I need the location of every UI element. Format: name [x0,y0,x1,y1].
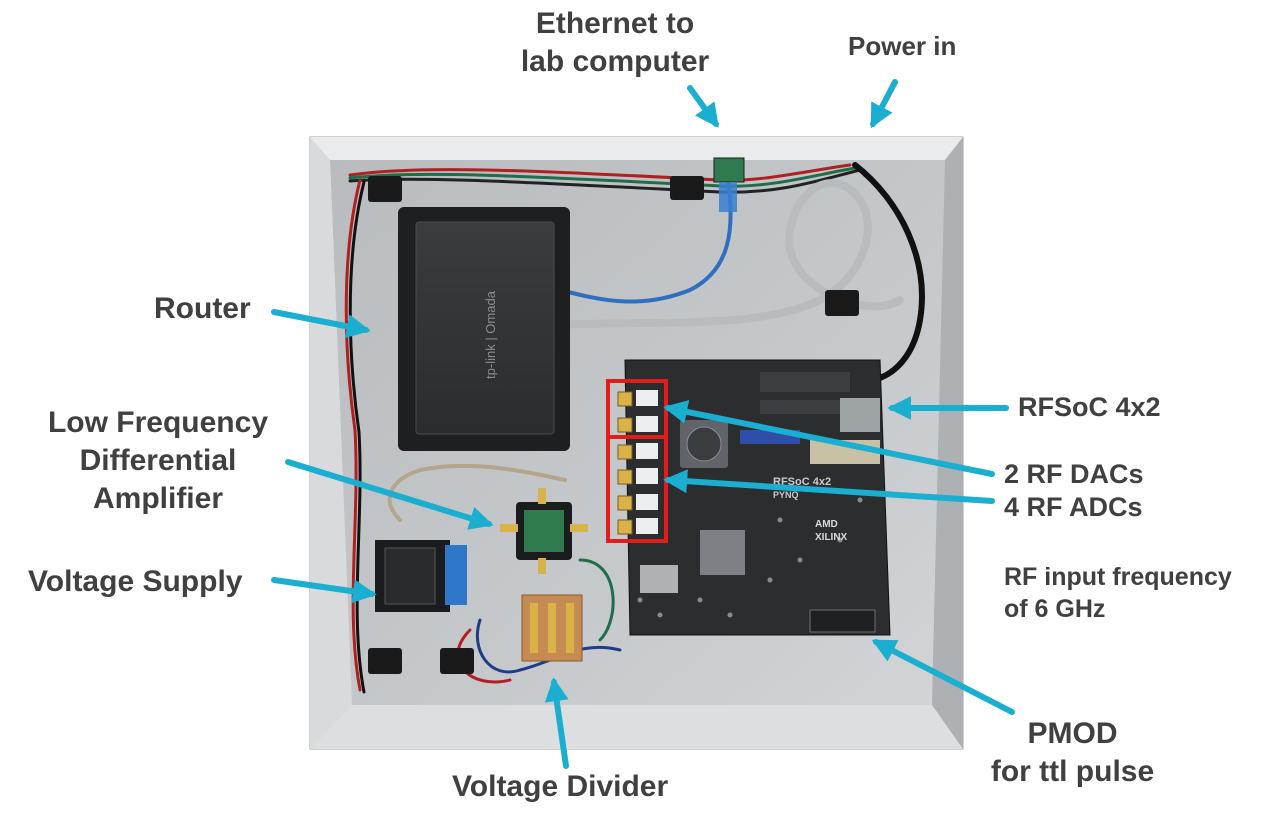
cables [344,162,925,694]
router: tp-link | Omada [398,207,570,451]
rf-frequency-label: RF input frequency of 6 GHz [1004,561,1232,625]
differential-amplifier [500,488,588,574]
rfsoc-board: RFSoC 4x2 PYNQ AMD XILINX [617,359,891,636]
rf-frequency-line2: of 6 GHz [1004,595,1106,623]
rfsoc-label: RFSoC 4x2 [1018,392,1161,422]
board-sub-text: PYNQ [773,490,799,500]
voltage-divider-label: Voltage Divider [452,770,669,803]
amplifier-label-line1: Low Frequency [47,406,269,439]
voltage-supply-label: Voltage Supply [28,565,243,598]
ethernet-arrow-icon [687,85,719,128]
voltage-supply [375,540,467,612]
ethernet-label-line2: lab computer [520,45,710,78]
dacs-label: 2 RF DACs [1004,459,1144,489]
amd-text: AMD [815,519,838,530]
ethernet-port [713,157,745,212]
pmod-arrow-icon [871,639,1015,715]
pmod-label: PMOD for ttl pulse [960,715,1185,791]
supply-arrow-icon [271,577,377,604]
amplifier-label: Low Frequency Differential Amplifier [28,404,288,518]
adcs-label: 4 RF ADCs [1004,492,1143,522]
adc-arrow-icon [663,469,995,504]
cable-clips [368,176,859,674]
voltage-divider [521,594,583,662]
amplifier-arrow-icon [285,459,494,530]
power-label: Power in [848,31,957,61]
pmod-label-line2: for ttl pulse [990,755,1155,788]
rf-frequency-line1: RF input frequency [1004,563,1232,591]
ethernet-label: Ethernet to lab computer [495,5,735,81]
amplifier-label-line3: Amplifier [92,482,224,515]
router-brand-text: tp-link | Omada [483,290,498,379]
amplifier-label-line2: Differential [79,444,237,477]
xilinx-text: XILINX [815,532,848,543]
dac-arrow-icon [663,400,995,477]
router-label: Router [154,292,251,325]
pmod-label-line1: PMOD [1027,717,1118,750]
annotation-arrows [271,79,1015,769]
power-arrow-icon [870,79,898,129]
divider-arrow-icon [544,677,569,769]
router-arrow-icon [271,309,371,339]
ethernet-label-line1: Ethernet to [535,7,695,40]
